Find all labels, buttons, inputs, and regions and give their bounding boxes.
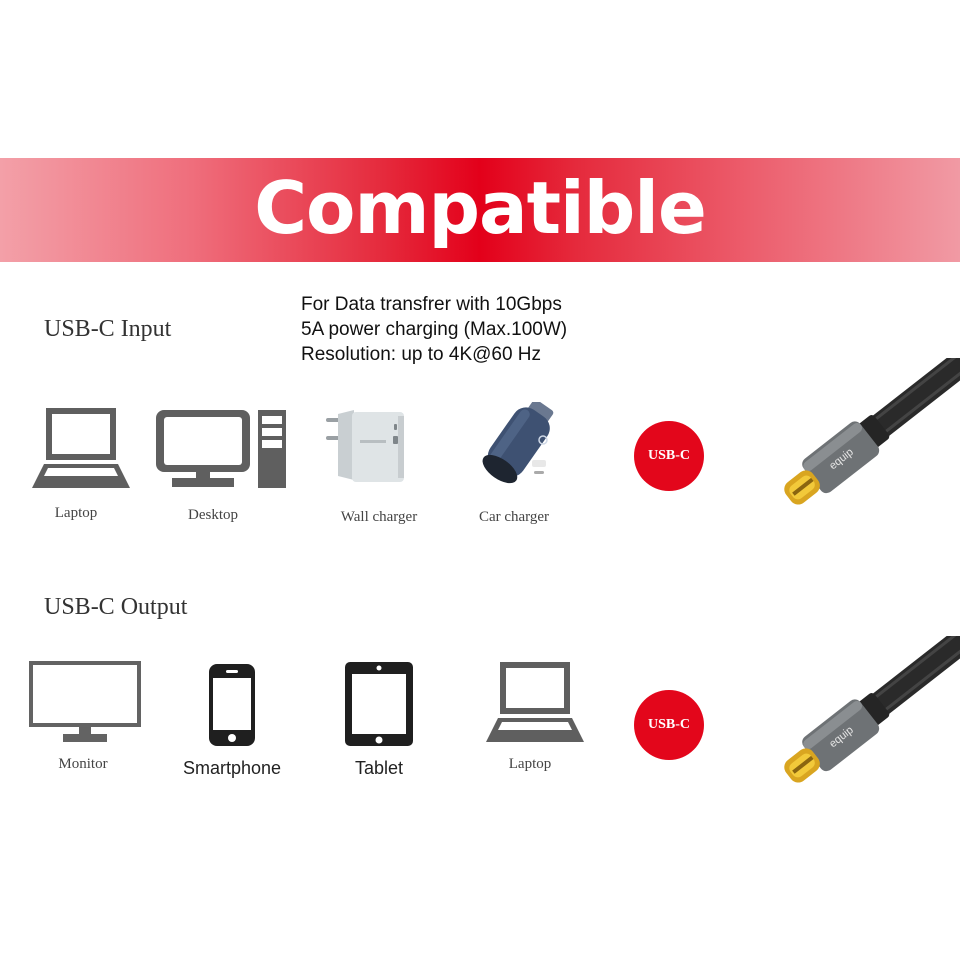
spec-line: 5A power charging (Max.100W) — [301, 319, 568, 340]
laptop-icon — [32, 408, 130, 488]
title-banner — [0, 158, 960, 262]
spec-line: Resolution: up to 4K@60 Hz — [301, 344, 542, 365]
device-label: Tablet — [354, 758, 404, 778]
specs-block: For Data transfrer with 10Gbps 5A power … — [301, 292, 567, 367]
device-label: Wall charger — [340, 509, 418, 525]
device-label: Smartphone — [182, 758, 282, 778]
device-label: Monitor — [58, 756, 108, 772]
wall-charger-image — [326, 410, 404, 482]
device-label: Laptop — [508, 756, 552, 772]
device-label: Desktop — [188, 507, 238, 523]
spec-line: For Data transfrer with 10Gbps — [301, 294, 562, 315]
desktop-icon — [156, 410, 286, 488]
device-label: Laptop — [54, 505, 98, 521]
usb-c-cable-image: equip — [784, 636, 960, 783]
car-charger-image — [482, 402, 554, 484]
monitor-icon — [29, 661, 141, 742]
usb-c-cable-image: equip — [784, 358, 960, 505]
usb-c-badge: USB-C — [634, 690, 704, 760]
input-section-title: USB-C Input — [44, 316, 172, 342]
output-section-title: USB-C Output — [44, 594, 188, 620]
banner-title: Compatible — [254, 166, 707, 250]
laptop-icon — [486, 662, 584, 742]
device-label: Car charger — [478, 509, 550, 525]
smartphone-icon — [209, 664, 255, 746]
usb-c-badge: USB-C — [634, 421, 704, 491]
tablet-icon — [345, 662, 413, 746]
